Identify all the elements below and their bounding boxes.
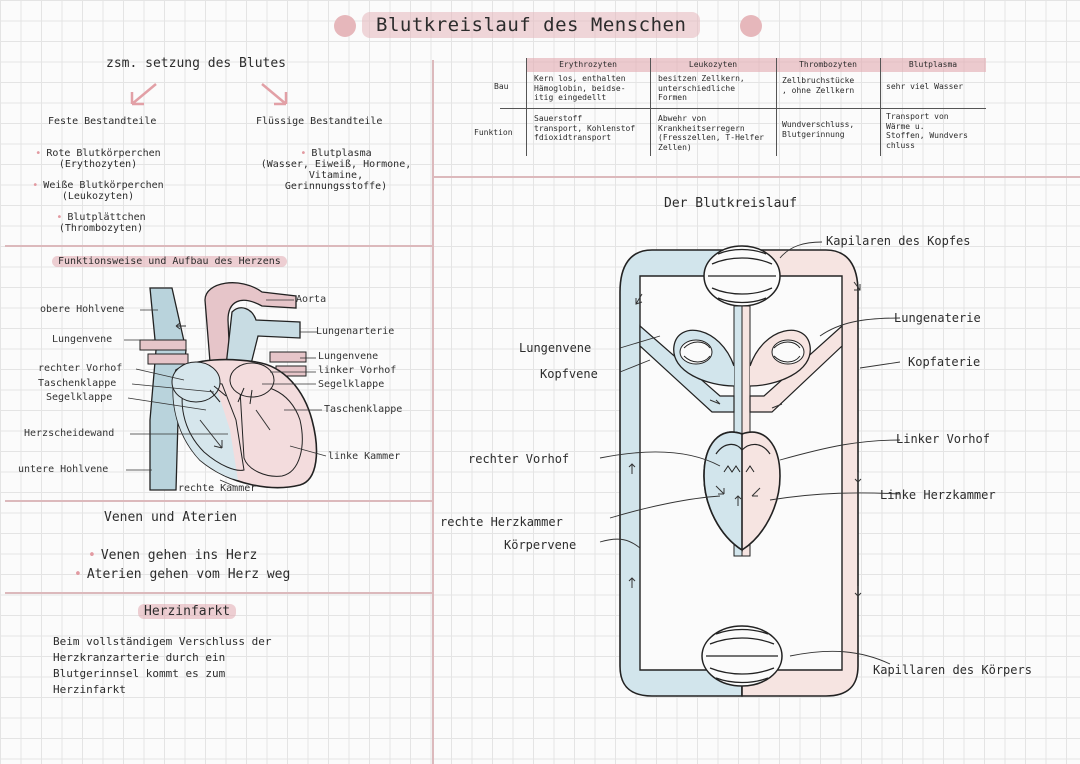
table-vline bbox=[776, 58, 777, 156]
list-item: Blutplasma (Wasser, Eiweiß, Hormone, Vit… bbox=[255, 148, 417, 192]
label-lungenarterie: Lungenarterie bbox=[316, 326, 395, 337]
solid-components-heading: Feste Bestandteile bbox=[48, 116, 157, 127]
circulation-heading: Der Blutkreislauf bbox=[664, 196, 798, 211]
table-row-label: Bau bbox=[494, 82, 509, 91]
label-linke-herzkammer: Linke Herzkammer bbox=[880, 488, 996, 502]
label-taschenklappe-right: Taschenklappe bbox=[324, 404, 403, 415]
title-dot-left bbox=[334, 15, 356, 37]
veins-heading: Venen und Aterien bbox=[104, 510, 238, 525]
circulation-diagram bbox=[619, 245, 862, 697]
table-header: Erythrozyten bbox=[559, 60, 617, 69]
vertical-divider bbox=[432, 60, 434, 764]
table-header: Leukozyten bbox=[688, 60, 738, 69]
label-obere-hohlvene: obere Hohlvene bbox=[40, 304, 125, 315]
label-segelklappe-right: Segelklappe bbox=[318, 379, 385, 390]
label-lungenvene-right: Lungenvene bbox=[318, 351, 379, 362]
label-kopfaterie: Kopfaterie bbox=[908, 355, 981, 369]
divider-2 bbox=[5, 500, 432, 502]
table-header: Blutplasma bbox=[908, 60, 958, 69]
table-row-label: Funktion bbox=[474, 128, 513, 137]
table-vline bbox=[650, 58, 651, 156]
divider-3 bbox=[5, 592, 432, 594]
table-vline bbox=[880, 58, 881, 156]
label-lungenaterie: Lungenaterie bbox=[894, 311, 981, 325]
label-linker-vorhof: linker Vorhof bbox=[318, 365, 397, 376]
label-linker-vorhof: Linker Vorhof bbox=[896, 432, 990, 446]
composition-heading: zsm. setzung des Blutes bbox=[106, 56, 287, 71]
table-cell: Zellbruchstücke, ohne Zellkern bbox=[782, 76, 855, 95]
label-rechter-vorhof: rechter Vorhof bbox=[38, 363, 123, 374]
table-vline bbox=[526, 58, 527, 156]
page-title: Blutkreislauf des Menschen bbox=[362, 12, 701, 38]
circulation-leaders bbox=[599, 241, 900, 665]
veins-line: Venen gehen ins Herz bbox=[88, 548, 258, 563]
label-linke-kammer: linke Kammer bbox=[328, 451, 401, 462]
label-aorta: Aorta bbox=[296, 294, 327, 305]
table-header-bar bbox=[526, 58, 986, 72]
infarct-heading: Herzinfarkt bbox=[138, 604, 237, 619]
label-rechter-vorhof: rechter Vorhof bbox=[468, 452, 570, 466]
label-kopfvene: Kopfvene bbox=[540, 367, 598, 381]
label-herzscheidewand: Herzscheidewand bbox=[24, 428, 115, 439]
heart-heading: Funktionsweise und Aufbau des Herzens bbox=[52, 256, 287, 267]
list-item: Blutplättchen (Thrombozyten) bbox=[36, 212, 166, 234]
label-kapilaren-kopf: Kapilaren des Kopfes bbox=[826, 234, 971, 248]
label-rechte-kammer: rechte Kammer bbox=[178, 483, 257, 494]
divider-right bbox=[434, 176, 1080, 178]
table-cell: Wundverschluss,Blutgerinnung bbox=[782, 120, 855, 139]
label-koerpervene: Körpervene bbox=[504, 538, 577, 552]
arrow-down-left-icon bbox=[130, 83, 157, 106]
list-item: Rote Blutkörperchen (Erythozyten) bbox=[18, 148, 178, 170]
arrow-down-right-icon bbox=[261, 83, 288, 106]
blood-components-table: Erythrozyten Leukozyten Thrombozyten Blu… bbox=[470, 58, 986, 158]
label-lungenvene-left: Lungenvene bbox=[52, 334, 113, 345]
infarct-text: Beim vollständigem Verschluss der Herzkr… bbox=[53, 635, 272, 696]
table-header: Thrombozyten bbox=[799, 60, 857, 69]
table-cell: sehr viel Wasser bbox=[886, 82, 964, 91]
label-segelklappe-left: Segelklappe bbox=[46, 392, 113, 403]
divider-1 bbox=[5, 245, 432, 247]
label-lungenvene: Lungenvene bbox=[519, 341, 592, 355]
heart-diagram bbox=[124, 282, 327, 491]
label-rechte-herzkammer: rechte Herzkammer bbox=[440, 515, 563, 529]
liquid-components-heading: Flüssige Bestandteile bbox=[256, 116, 383, 127]
label-taschenklappe-left: Taschenklappe bbox=[38, 378, 117, 389]
list-item: Weiße Blutkörperchen (Leukozyten) bbox=[18, 180, 178, 202]
arteries-line: Aterien gehen vom Herz weg bbox=[74, 567, 291, 582]
label-kapillaren-koerper: Kapillaren des Körpers bbox=[873, 663, 1032, 677]
title-dot-right bbox=[740, 15, 762, 37]
label-untere-hohlvene: untere Hohlvene bbox=[18, 464, 109, 475]
table-hline bbox=[500, 108, 986, 109]
